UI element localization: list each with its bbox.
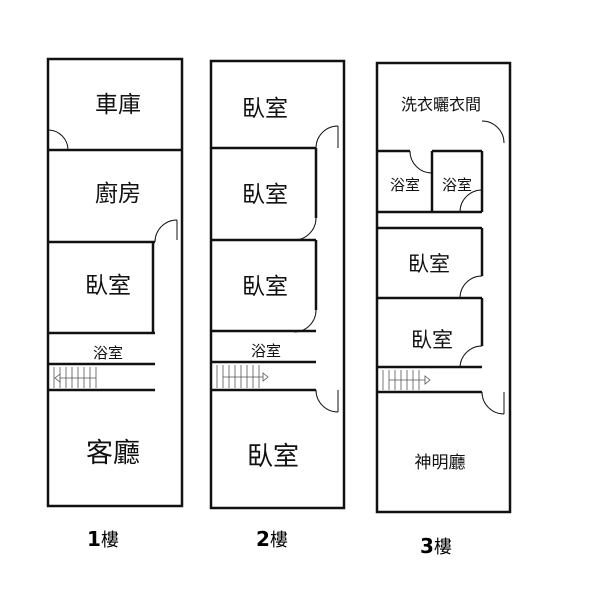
floor-2-outline [209,59,346,510]
floor-3-door-swing [481,391,505,415]
floor-2-door-swing [293,309,317,333]
room-label-bedroom: 臥室 [85,273,131,299]
floor-3-door-swing [481,120,505,144]
room-label-bathroom: 浴室 [251,342,281,360]
room-label-bedroom: 臥室 [408,252,450,276]
room-label-bathroom: 浴室 [442,176,472,194]
room-label-bathroom: 浴室 [390,176,420,194]
floor-2-door-swing [293,217,317,241]
floor-3-caption: 3樓 [420,533,452,559]
floor-2-caption: 2樓 [256,526,288,552]
floor-3-plan [375,61,512,514]
floor-3-number: 3 [420,534,434,558]
room-label-kitchen: 廚房 [95,181,141,207]
room-label-laundry-room: 洗衣曬衣間 [401,95,481,114]
floor-1-plan [46,57,184,508]
room-label-garage: 車庫 [95,92,141,118]
room-label-bedroom: 臥室 [242,274,288,300]
floor-1-unit: 樓 [100,530,119,551]
floor-2-door-swing [315,389,339,413]
floor-3-door-swing [459,345,483,369]
floor-2-plan [209,59,346,510]
room-label-bedroom: 臥室 [242,96,288,122]
floor-1-number: 1 [87,527,101,551]
floor-3-unit: 樓 [433,537,452,558]
room-label-shrine-hall: 神明廳 [415,453,466,473]
floor-2-unit: 樓 [269,530,288,551]
floor-1-door-swing [154,219,178,243]
floor-3-door-swing [459,275,483,299]
floor-2-door-swing [315,125,339,149]
room-label-bathroom: 浴室 [93,344,123,362]
floor-1-door-swing [47,129,69,151]
floor-2-number: 2 [256,527,270,551]
room-label-bedroom: 臥室 [242,182,288,208]
floor-1-stairs [53,367,97,388]
room-label-living-room: 客廳 [86,438,140,469]
floor-3-stairs [382,370,431,390]
room-label-bedroom: 臥室 [411,328,453,352]
room-label-bedroom: 臥室 [247,442,299,472]
floor-1-outline [46,57,184,508]
floor-2-stairs [216,365,269,388]
floor-1-caption: 1樓 [87,526,119,552]
floor-3-door-swing [459,189,483,213]
floor-3-door-swing [409,150,433,174]
floor-3-outline [375,61,512,514]
